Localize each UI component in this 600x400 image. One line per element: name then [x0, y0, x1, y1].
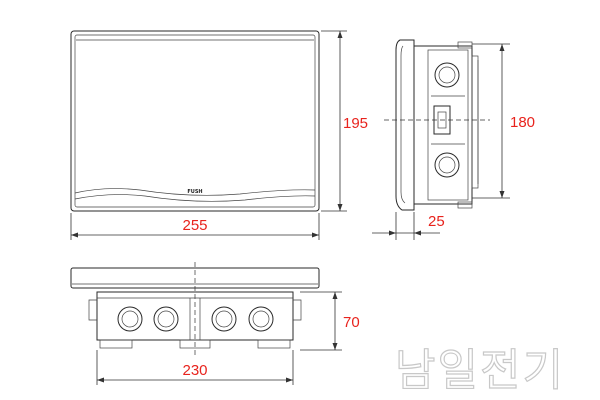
- front-wave-line: [74, 188, 316, 196]
- side-view: 180 25: [372, 39, 535, 240]
- dim-arrow-left: [71, 232, 78, 238]
- dim-arrow-right: [312, 232, 319, 238]
- dim-arrow-top: [337, 31, 343, 38]
- bottom-knockout-1: [117, 306, 143, 332]
- bottom-dim-arrow-top: [332, 292, 338, 299]
- bottom-dim-arrow-bottom: [332, 343, 338, 350]
- side-knockout-top: [434, 62, 460, 88]
- bottom-dim-arrow-right: [286, 377, 293, 383]
- front-logo: FUSH: [187, 189, 202, 195]
- watermark-text: 남일전기: [395, 345, 565, 396]
- bottom-dim-arrow-left: [97, 377, 104, 383]
- side-body: [413, 45, 473, 205]
- side-clip-bottom: [457, 201, 473, 209]
- bottom-foot-right: [257, 339, 291, 349]
- side-height-label: 180: [510, 114, 535, 131]
- bottom-knockout-1-inner: [121, 310, 139, 328]
- side-knockout-bottom-inner: [438, 156, 456, 174]
- front-height-label: 195: [343, 115, 368, 132]
- side-cover-inner: [400, 45, 406, 204]
- bottom-tab-left: [88, 299, 97, 321]
- bottom-height-label: 70: [343, 314, 360, 331]
- side-depth-label: 25: [428, 213, 445, 230]
- side-dim-arrow-back: [414, 230, 421, 236]
- bottom-knockout-2: [153, 306, 179, 332]
- side-dim-arrow-front: [389, 230, 396, 236]
- side-knockout-top-inner: [438, 66, 456, 84]
- bottom-knockout-3-inner: [215, 310, 233, 328]
- side-dim-arrow-bottom: [499, 191, 505, 198]
- side-cover: [395, 39, 415, 211]
- side-latch-inner: [437, 111, 447, 129]
- front-view: FUSH 255 195: [70, 30, 368, 240]
- bottom-tab-right: [293, 299, 302, 321]
- side-body-inner: [427, 49, 469, 201]
- bottom-view: 230 70: [70, 262, 360, 385]
- bottom-knockout-3: [211, 306, 237, 332]
- side-dim-arrow-top: [499, 44, 505, 51]
- side-clip-top: [457, 41, 473, 49]
- dim-arrow-bottom: [337, 204, 343, 211]
- side-knockout-bottom: [434, 152, 460, 178]
- front-wave-line-inner: [74, 194, 316, 202]
- bottom-width-label: 230: [182, 362, 207, 379]
- bottom-knockout-4: [248, 306, 274, 332]
- bottom-knockout-4-inner: [252, 310, 270, 328]
- bottom-knockout-2-inner: [157, 310, 175, 328]
- side-rail: [471, 55, 479, 189]
- front-cover-panel: [74, 34, 316, 208]
- front-outer-frame: [70, 30, 320, 212]
- bottom-body: [96, 291, 294, 341]
- bottom-foot-left: [99, 339, 133, 349]
- bottom-foot-center: [179, 339, 211, 349]
- front-width-label: 255: [182, 217, 207, 234]
